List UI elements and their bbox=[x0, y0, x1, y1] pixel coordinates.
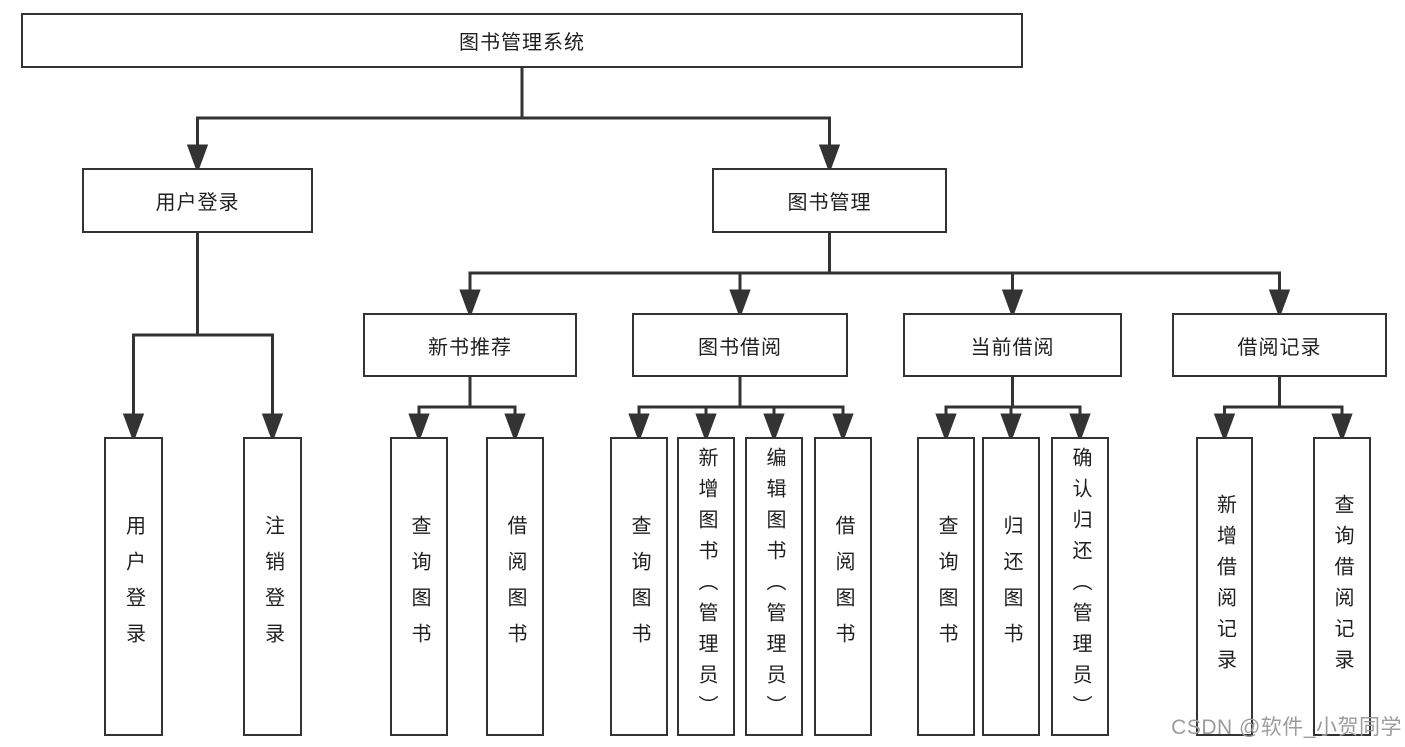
node-book-borrow: 图书借阅 bbox=[632, 313, 848, 377]
node-leaf-add-record: 新增借阅记录 bbox=[1196, 437, 1253, 736]
node-label: 借阅记录 bbox=[1237, 336, 1322, 359]
node-leaf-query-book-2: 查询图书 bbox=[610, 437, 668, 736]
node-label: 查询图书 bbox=[628, 514, 650, 659]
node-label: 新书推荐 bbox=[428, 336, 512, 359]
node-label: 确认归还（管理员） bbox=[1069, 447, 1091, 726]
node-book-mgmt: 图书管理 bbox=[712, 168, 947, 233]
node-user-login: 用户登录 bbox=[82, 168, 313, 233]
node-label: 借阅图书 bbox=[832, 514, 854, 659]
watermark: CSDN @软件_小贺同学 bbox=[1171, 716, 1402, 739]
node-leaf-query-record: 查询借阅记录 bbox=[1313, 437, 1371, 736]
node-leaf-query-book-1: 查询图书 bbox=[390, 437, 448, 736]
node-leaf-add-book: 新增图书（管理员） bbox=[677, 437, 735, 736]
node-label: 图书借阅 bbox=[698, 336, 782, 359]
node-label: 注销登录 bbox=[261, 514, 284, 659]
node-new-book-rec: 新书推荐 bbox=[363, 313, 577, 377]
node-label: 当前借阅 bbox=[970, 336, 1055, 359]
node-label: 新增借阅记录 bbox=[1213, 493, 1236, 680]
node-label: 图书管理 bbox=[787, 192, 872, 214]
node-root: 图书管理系统 bbox=[21, 13, 1023, 68]
node-leaf-borrow-book-2: 借阅图书 bbox=[814, 437, 872, 736]
node-label: 用户登录 bbox=[155, 192, 240, 214]
node-leaf-query-book-3: 查询图书 bbox=[917, 437, 975, 736]
node-leaf-borrow-book-1: 借阅图书 bbox=[486, 437, 544, 736]
node-label: 编辑图书（管理员） bbox=[763, 447, 785, 726]
node-label: 新增图书（管理员） bbox=[695, 447, 717, 726]
node-label: 图书管理系统 bbox=[459, 32, 585, 54]
node-leaf-confirm-return: 确认归还（管理员） bbox=[1051, 437, 1109, 736]
node-label: 查询图书 bbox=[935, 514, 957, 659]
node-current-borrow: 当前借阅 bbox=[903, 313, 1122, 377]
node-label: 查询图书 bbox=[408, 514, 430, 659]
node-label: 归还图书 bbox=[1000, 514, 1022, 659]
node-label: 借阅图书 bbox=[504, 514, 526, 659]
node-label: 查询借阅记录 bbox=[1331, 493, 1353, 680]
node-leaf-logout: 注销登录 bbox=[243, 437, 302, 736]
node-leaf-login: 用户登录 bbox=[104, 437, 163, 736]
node-leaf-edit-book: 编辑图书（管理员） bbox=[745, 437, 803, 736]
node-leaf-return-book: 归还图书 bbox=[982, 437, 1040, 736]
node-borrow-records: 借阅记录 bbox=[1172, 313, 1387, 377]
node-label: 用户登录 bbox=[122, 514, 145, 659]
